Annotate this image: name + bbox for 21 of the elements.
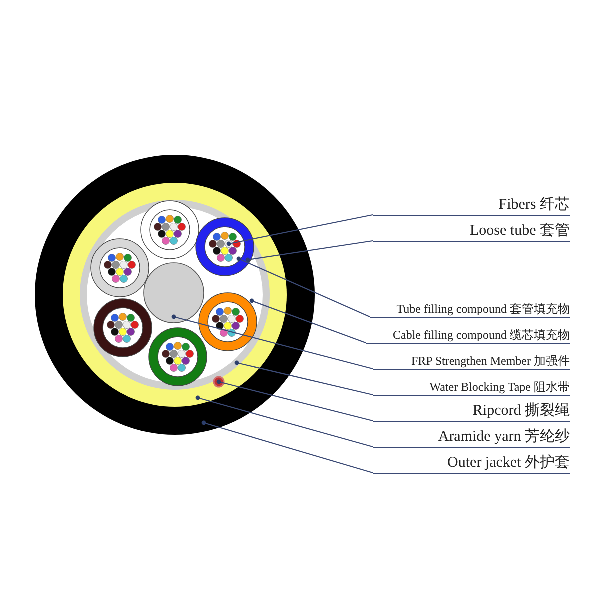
part-label: Water Blocking Tape 阻水带 [373,379,570,396]
leader-line [250,298,366,344]
part-label: FRP Strengthen Member 加强件 [373,353,570,370]
part-label: Outer jacket 外护套 [373,453,570,474]
leader-line [172,314,374,370]
part-label: Cable filling compound 缆芯填充物 [366,327,570,344]
leader-line [234,360,374,396]
ripcord [213,376,225,388]
leader-line [226,214,374,246]
leader-line [216,380,374,422]
part-label: Loose tube 套管 [373,221,570,242]
leader-line [202,420,374,474]
part-label: Fibers 纤芯 [373,195,570,216]
central-strength-member [144,262,204,324]
part-label: Ripcord 撕裂绳 [373,401,570,422]
leader-line [246,240,374,262]
part-label: Aramide yarn 芳纶纱 [373,427,570,448]
part-label: Tube filling compound 套管填充物 [370,301,570,318]
leader-line [196,396,374,448]
optical-fiber [225,240,233,248]
leader-line [236,256,370,318]
